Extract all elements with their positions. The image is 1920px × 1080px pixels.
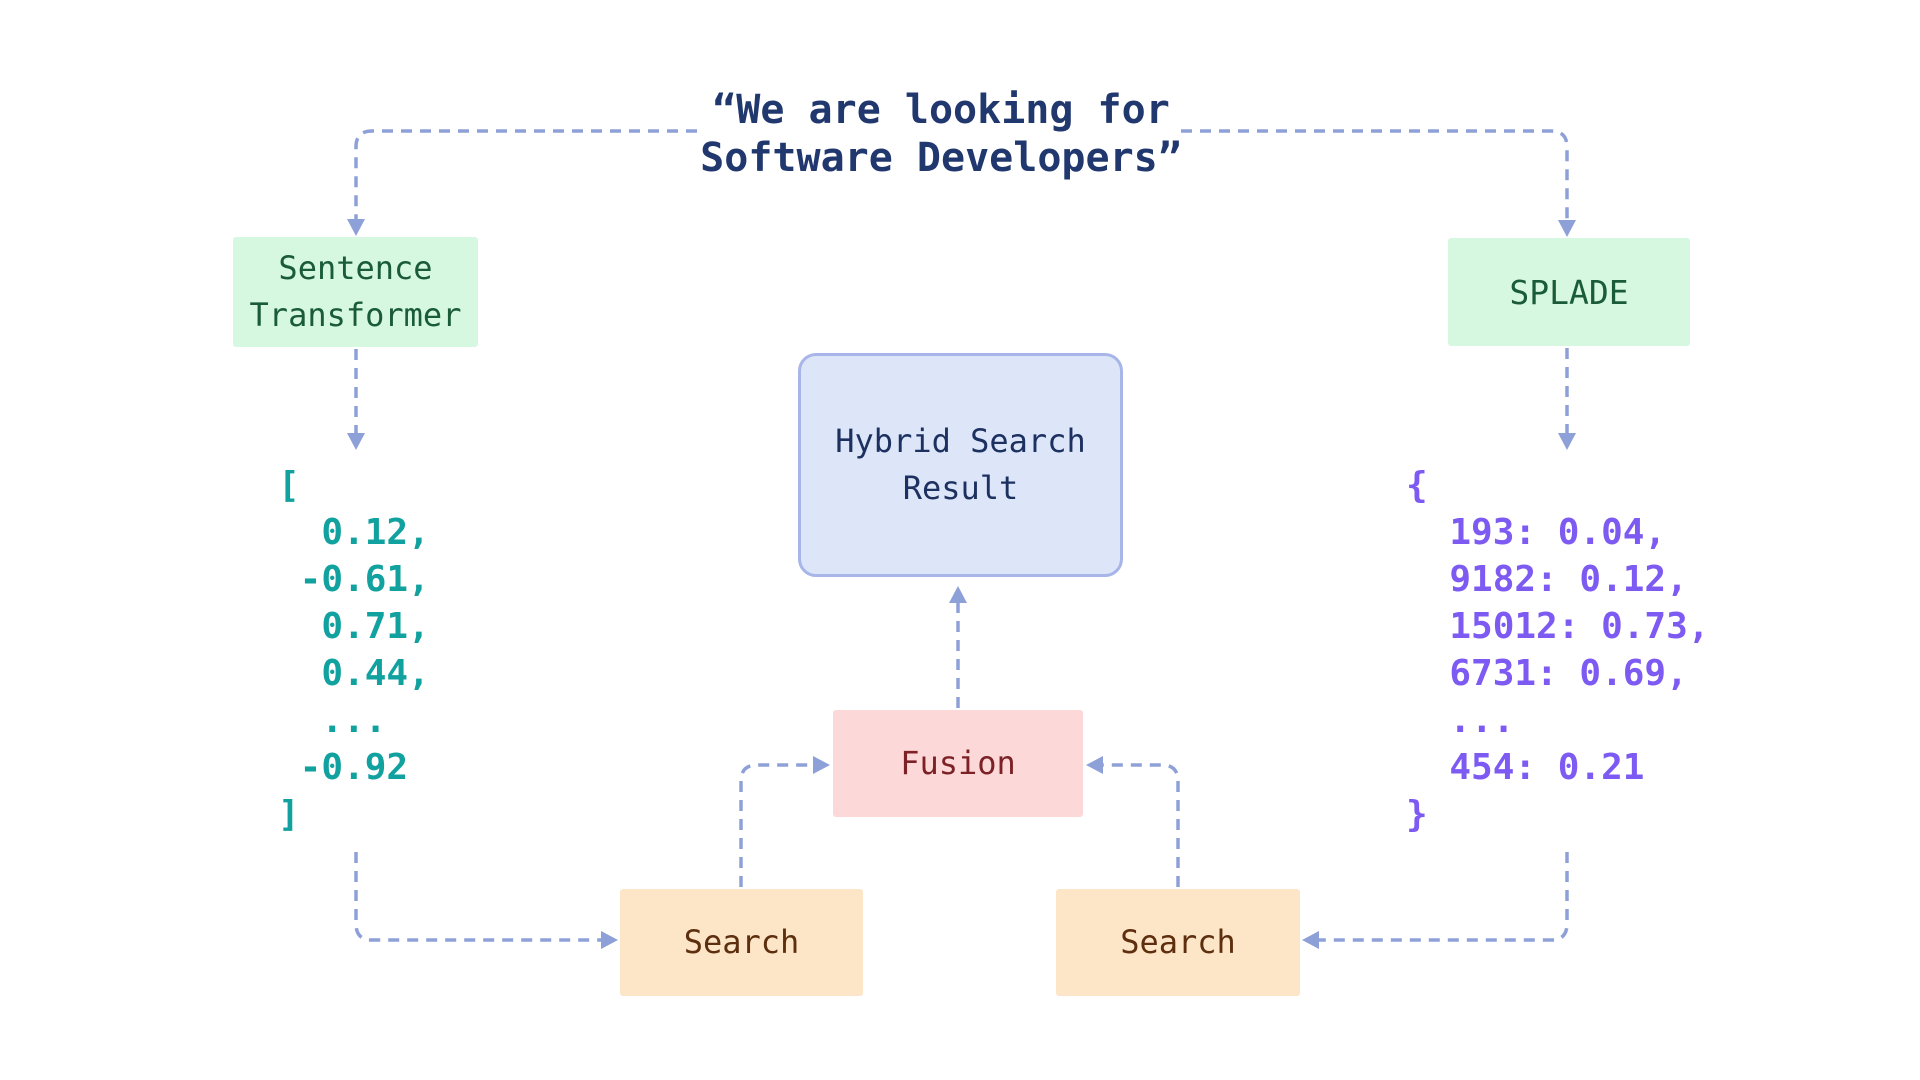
search-dense-node: Search	[620, 889, 863, 996]
dense-vector-values: [ 0.12, -0.61, 0.71, 0.44, ... -0.92 ]	[278, 465, 430, 835]
search-sparse-node: Search	[1056, 889, 1300, 996]
hybrid-search-result-node: Hybrid Search Result	[798, 353, 1123, 577]
sparse-vector-values: { 193: 0.04, 9182: 0.12, 15012: 0.73, 67…	[1406, 465, 1710, 835]
arrowhead-left-fusion-right	[1086, 756, 1103, 774]
arrowhead-down-sentence-transformer	[347, 219, 365, 236]
connector-search-dense-to-fusion	[739, 763, 813, 887]
splade-node: SPLADE	[1448, 238, 1690, 346]
arrowhead-down-sparse-vector	[1558, 433, 1576, 450]
connector-title-to-sentence-transformer	[354, 129, 697, 219]
arrowhead-right-fusion-left	[813, 756, 830, 774]
arrowhead-down-splade	[1558, 220, 1576, 237]
connector-sparse-vector-to-search	[1319, 852, 1569, 942]
sentence-transformer-node: Sentence Transformer	[233, 237, 478, 347]
query-title-line1: “We are looking for	[712, 87, 1170, 133]
arrowhead-right-search-dense	[601, 931, 618, 949]
arrowhead-up-hybrid-result	[949, 586, 967, 603]
query-title-line2: Software Developers”	[700, 135, 1182, 181]
arrowhead-left-search-sparse	[1302, 931, 1319, 949]
connector-title-to-splade	[1181, 129, 1569, 220]
query-title: “We are looking for Software Developers”	[691, 86, 1191, 182]
arrowhead-down-dense-vector	[347, 433, 365, 450]
connector-dense-vector-to-search	[354, 852, 601, 942]
connector-search-sparse-to-fusion	[1103, 763, 1180, 887]
fusion-node: Fusion	[833, 710, 1083, 817]
